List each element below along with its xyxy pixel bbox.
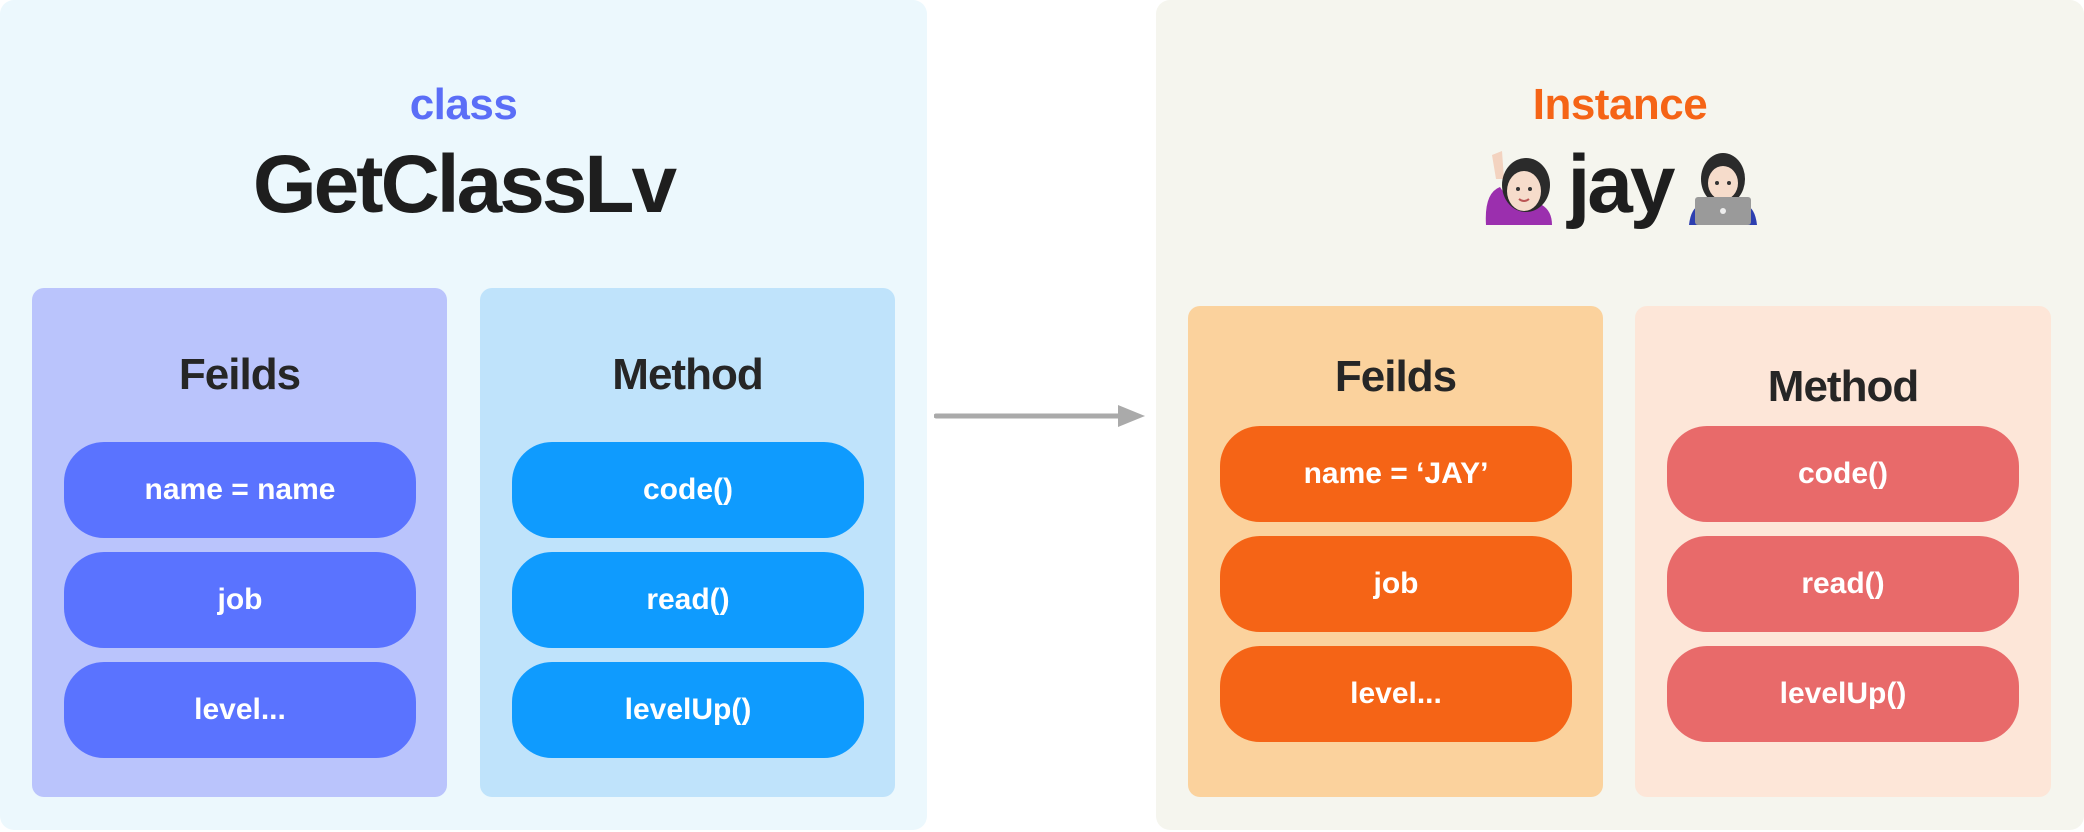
- method-pill: levelUp(): [1667, 646, 2019, 742]
- field-pill: job: [1220, 536, 1572, 632]
- fields-heading: Feilds: [178, 350, 301, 399]
- instance-fields-box: Feilds name = ‘JAY’ job level...: [1188, 306, 1603, 797]
- methods-heading: Method: [1767, 362, 1919, 411]
- instance-kicker: Instance: [1532, 80, 1708, 129]
- arrow-right-icon: [934, 405, 1145, 427]
- class-methods-box: Method code() read() levelUp(): [480, 288, 895, 797]
- fields-heading: Feilds: [1334, 352, 1457, 401]
- method-pill: read(): [1667, 536, 2019, 632]
- instance-methods-box: Method code() read() levelUp(): [1635, 306, 2051, 797]
- field-pill: level...: [1220, 646, 1572, 742]
- instance-panel: Instance jay Feilds name = ‘JAY’ job lev…: [1156, 0, 2084, 830]
- methods-heading: Method: [612, 350, 763, 399]
- method-pill: read(): [512, 552, 864, 648]
- technologist-icon: [1688, 153, 1757, 225]
- instance-title: jay: [1567, 139, 1676, 230]
- class-title: GetClassLv: [252, 139, 677, 230]
- method-pill: code(): [1667, 426, 2019, 522]
- class-kicker: class: [409, 80, 518, 129]
- field-pill: level...: [64, 662, 416, 758]
- instance-title-row: jay: [1156, 138, 2084, 232]
- class-fields-box: Feilds name = name job level...: [32, 288, 447, 797]
- field-pill: name = name: [64, 442, 416, 538]
- method-pill: code(): [512, 442, 864, 538]
- person-raising-hand-icon: [1485, 151, 1552, 225]
- field-pill: job: [64, 552, 416, 648]
- method-pill: levelUp(): [512, 662, 864, 758]
- class-panel: class GetClassLv Feilds name = name job …: [0, 0, 927, 830]
- field-pill: name = ‘JAY’: [1220, 426, 1572, 522]
